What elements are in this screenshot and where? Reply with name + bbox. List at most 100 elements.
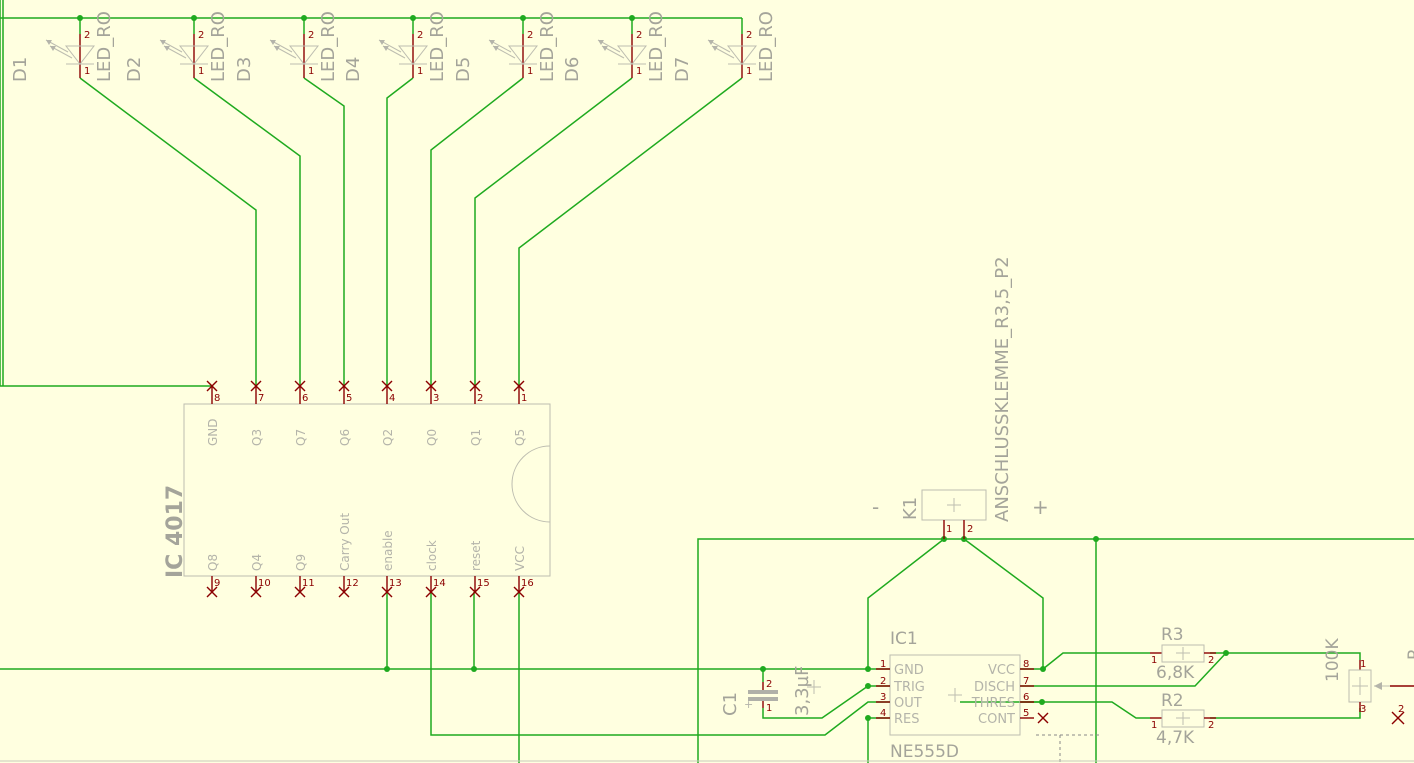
- led-d3[interactable]: 2 1 D3 LED_RO: [234, 11, 339, 82]
- ic-4017-pin-label: Q3: [250, 429, 264, 446]
- ic-4017-pin-number: 16: [521, 578, 534, 589]
- ic1-value: NE555D: [890, 742, 959, 762]
- ic1-pin-2[interactable]: 2 TRIG: [876, 676, 925, 695]
- capacitor-c1-value: 3,3µF: [792, 666, 813, 716]
- ic1-pin-label: TRIG: [893, 680, 925, 695]
- led-d5[interactable]: 2 1 D5 LED_RO: [453, 11, 558, 82]
- capacitor-c1[interactable]: 2 1 + C1 3,3µF: [720, 666, 821, 716]
- wire-d1-q3: [79, 77, 257, 386]
- led-d6[interactable]: 2 1 D6 LED_RO: [562, 11, 667, 82]
- ic-4017-pin-number: 13: [389, 578, 402, 589]
- ic-4017-pin-13[interactable]: 13 enable: [381, 530, 402, 598]
- connector-k1-pin2: 2: [967, 524, 973, 535]
- ic-4017-pin-2[interactable]: 2Q1: [469, 380, 483, 446]
- wire-c1-trig: [762, 685, 890, 719]
- led-d2[interactable]: 2 1 D2 LED_RO: [124, 11, 229, 82]
- ic-4017-pin-label: Q2: [381, 429, 395, 446]
- ic1-pin-number: 3: [880, 692, 886, 703]
- led-value: LED_RO: [646, 11, 667, 82]
- ic-4017-pin-label: VCC: [513, 546, 527, 571]
- ic-4017-pin-9[interactable]: 9Q8: [206, 554, 220, 598]
- connector-k1-value: ANSCHLUSSKLEMME_R3,5_P2: [992, 256, 1013, 522]
- potentiometer-pin1: 1: [1360, 659, 1366, 670]
- ic-4017-pin-number: 2: [477, 393, 483, 404]
- ic-4017-pin-label: Q5: [513, 429, 527, 446]
- led-anode-pin: 2: [198, 30, 204, 41]
- resistor-r3-ref: R3: [1161, 625, 1184, 645]
- ic-4017-pin-label: Carry Out: [338, 513, 352, 571]
- led-cathode-pin: 1: [527, 66, 533, 77]
- led-cathode-pin: 1: [746, 66, 752, 77]
- led-d4[interactable]: 2 1 D4 LED_RO: [343, 11, 448, 82]
- ic-4017-pin-6[interactable]: 6Q7: [294, 380, 308, 446]
- potentiometer[interactable]: 1 3 2 100K R: [1323, 638, 1414, 725]
- ic-4017-pin-7[interactable]: 7Q3: [250, 380, 264, 446]
- wire-k1-vcc: [963, 538, 1044, 669]
- led-anode-pin: 2: [746, 30, 752, 41]
- ic1-pin-number: 2: [880, 676, 886, 687]
- wire-k1-gnd: [867, 538, 945, 669]
- led-anode-pin: 2: [636, 30, 642, 41]
- ic-4017-pin-5[interactable]: 5Q6: [338, 380, 352, 446]
- connector-k1-pin1: 1: [946, 524, 952, 535]
- ic-4017-pin-4[interactable]: 4Q2: [381, 380, 395, 446]
- ic-4017-pin-label: enable: [381, 530, 395, 571]
- capacitor-c1-plus-mark: +: [744, 698, 753, 711]
- ic-4017-pin-label: GND: [206, 418, 220, 446]
- ic-4017-pin-label: Q1: [469, 429, 483, 446]
- connector-k1-minus: -: [872, 495, 879, 519]
- resistor-r3[interactable]: 1 2 R3 6,8K: [1150, 625, 1216, 683]
- ic-4017-pin-number: 1: [521, 393, 527, 404]
- ic-4017-pin-label: Q7: [294, 429, 308, 446]
- ic-4017-pin-number: 10: [258, 578, 271, 589]
- led-d1[interactable]: 2 1 D1 LED_RO: [10, 11, 115, 82]
- ic-4017-pin-label: Q9: [294, 554, 308, 571]
- ic-4017-pin-3[interactable]: 3Q0: [425, 380, 439, 446]
- resistor-r2-pin1: 1: [1151, 720, 1157, 731]
- ic-4017-pin-number: 12: [346, 578, 359, 589]
- led-group: 2 1 D1 LED_RO 2 1 D2 LED_RO 2 1 D3 LED_R…: [10, 11, 777, 82]
- resistor-r3-pin1: 1: [1151, 655, 1157, 666]
- ic-4017-pin-12[interactable]: 12 Carry Out: [338, 513, 359, 598]
- resistor-r2[interactable]: 1 2 R2 4,7K: [1150, 691, 1216, 748]
- wire-d4-q2: [386, 77, 414, 386]
- resistor-r3-pin2: 2: [1208, 655, 1214, 666]
- wire-d6-q1: [474, 77, 633, 386]
- connector-k1-ref: K1: [900, 497, 921, 520]
- ic-4017-pin-number: 15: [477, 578, 490, 589]
- ic-4017-pin-16[interactable]: 16 VCC: [513, 546, 534, 598]
- led-ref: D2: [124, 57, 145, 82]
- wire-d3-q6: [303, 77, 345, 386]
- ic-4017-notch: [511, 445, 551, 523]
- led-d7[interactable]: 2 1 D7 LED_RO: [672, 11, 777, 82]
- led-cathode-pin: 1: [84, 66, 90, 77]
- ic-4017-body: [183, 403, 551, 577]
- ic1-pin-number: 6: [1023, 692, 1029, 703]
- potentiometer-value: 100K: [1323, 638, 1343, 682]
- ic1-pin-label: CONT: [978, 712, 1015, 727]
- led-ref: D6: [562, 57, 583, 82]
- connector-k1[interactable]: 1 2 K1 ANSCHLUSSKLEMME_R3,5_P2 - +: [872, 256, 1049, 539]
- wire-vcc-r3: [1042, 652, 1150, 670]
- connector-k1-plus: +: [1032, 495, 1049, 519]
- ic-4017-pin-number: 8: [214, 393, 220, 404]
- ic1-pin-label: DISCH: [974, 680, 1015, 695]
- ic-4017-pin-number: 3: [433, 393, 439, 404]
- wire-thres-r2: [1020, 701, 1150, 719]
- ic-4017-pin-1[interactable]: 1Q5: [513, 380, 527, 446]
